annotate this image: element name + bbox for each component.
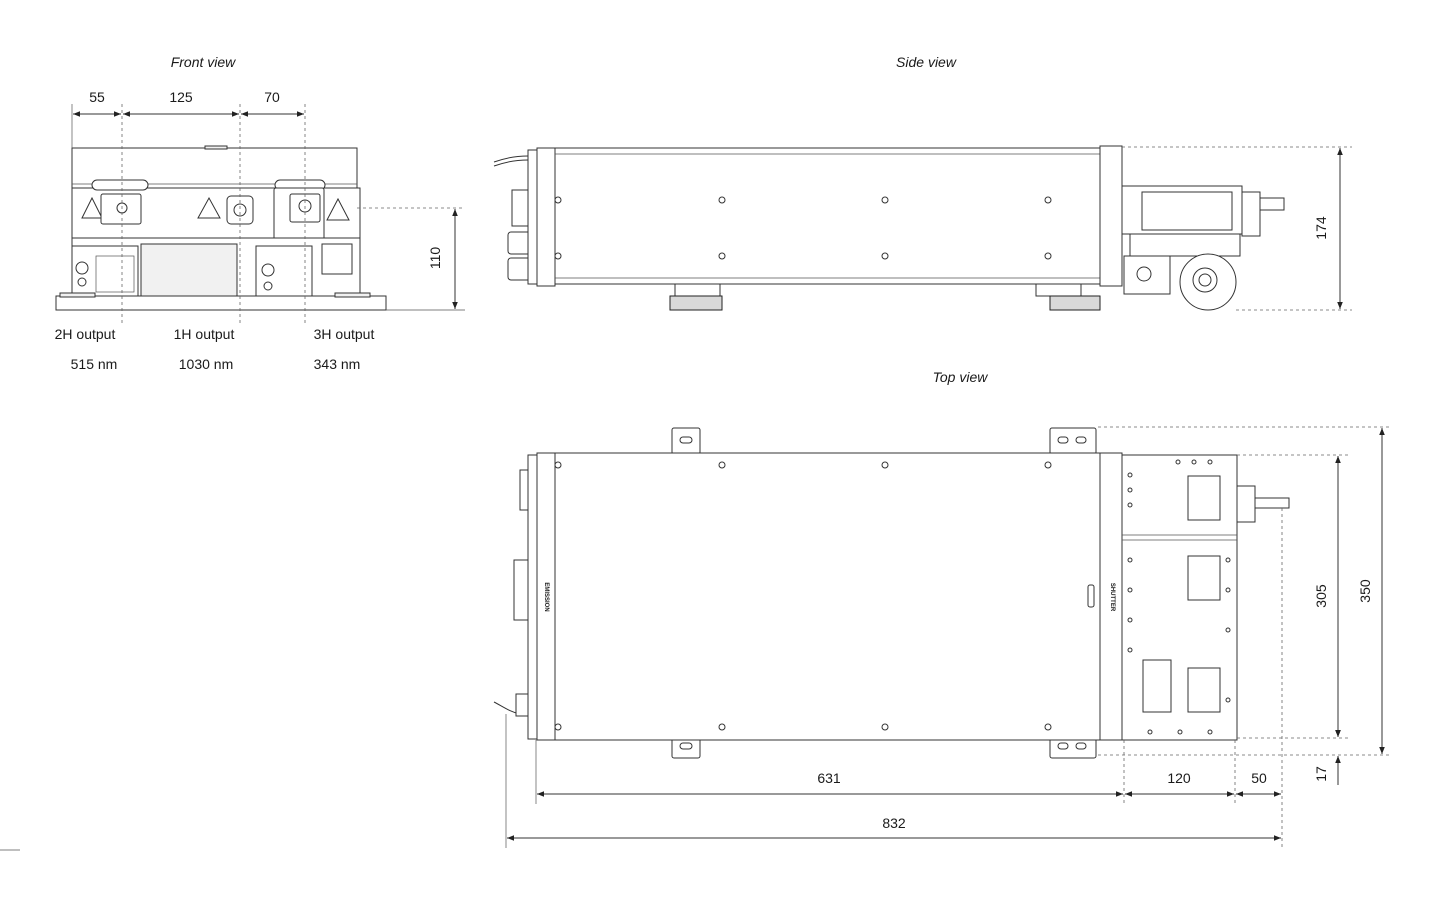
dim-55: 55 (89, 89, 105, 105)
output-2h-label: 2H output (55, 326, 116, 342)
dim-70: 70 (264, 89, 280, 105)
output-3h-label: 3H output (314, 326, 375, 342)
dim-17: 17 (1313, 766, 1329, 782)
output-2h-wavelength: 515 nm (71, 356, 118, 372)
side-view-drawing (493, 145, 1285, 311)
dim-110: 110 (427, 247, 443, 270)
shutter-label: SHUTTER (1109, 583, 1115, 612)
side-view-title: Side view (896, 54, 957, 70)
dim-125: 125 (169, 89, 193, 105)
dim-120: 120 (1167, 770, 1191, 786)
dim-832: 832 (882, 815, 906, 831)
front-view-drawing (55, 145, 387, 311)
output-1h-label: 1H output (174, 326, 235, 342)
dim-350: 350 (1357, 579, 1373, 603)
front-view-title: Front view (171, 54, 236, 70)
output-1h-wavelength: 1030 nm (179, 356, 233, 372)
output-3h-wavelength: 343 nm (314, 356, 361, 372)
top-view-drawing: EMISSION SHUTTER (493, 427, 1290, 759)
dim-50: 50 (1251, 770, 1267, 786)
top-view-title: Top view (933, 369, 989, 385)
dim-174: 174 (1313, 216, 1329, 240)
dim-631: 631 (817, 770, 841, 786)
dim-305: 305 (1313, 584, 1329, 608)
emission-label: EMISSION (543, 582, 549, 611)
